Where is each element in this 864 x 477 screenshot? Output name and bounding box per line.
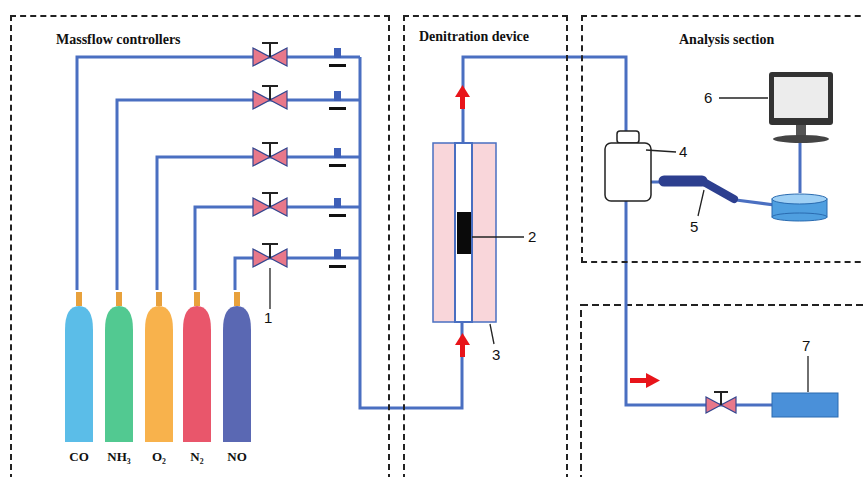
- gas-label: N₂: [175, 449, 219, 465]
- callout-number: 6: [704, 89, 712, 106]
- leader-line: [472, 236, 524, 237]
- check-valve: [334, 249, 341, 259]
- cylinder-body: [65, 306, 93, 442]
- gas-label: NO: [215, 449, 259, 465]
- valve-symbol: [262, 43, 278, 57]
- callout-number: 5: [690, 218, 698, 235]
- gas-pipe: [117, 100, 360, 290]
- region-title: Denitration device: [419, 29, 529, 45]
- leader-line: [646, 150, 676, 152]
- region-title: Analysis section: [679, 32, 774, 48]
- absorption-bottle: [605, 131, 651, 201]
- computer-monitor: [773, 135, 829, 143]
- valve-symbol: [262, 86, 278, 100]
- dashed-region: [581, 305, 864, 477]
- check-valve: [329, 265, 346, 268]
- leader-line: [269, 268, 270, 309]
- absorption-bottle: [617, 131, 639, 143]
- check-valve: [329, 107, 346, 110]
- reactor-furnace: [433, 143, 496, 322]
- gas-cylinder: NO: [215, 292, 259, 468]
- flow-arrow: [630, 378, 648, 383]
- gas-pipe: [799, 143, 802, 193]
- check-valve: [334, 198, 341, 208]
- leader-line: [490, 324, 494, 344]
- callout-number: 1: [264, 309, 272, 326]
- cylinder-valve: [156, 292, 162, 306]
- reactor-furnace: [433, 143, 496, 322]
- cylinder-shape: [139, 292, 179, 442]
- dashed-region: Denitration device: [403, 15, 568, 477]
- gas-pipe: [463, 57, 626, 143]
- gas-pipe: [77, 57, 360, 290]
- check-valve: [334, 48, 341, 58]
- cylinder-shape: [217, 292, 257, 442]
- gas-label: CO: [57, 449, 101, 465]
- leader-line: [719, 97, 768, 98]
- flow-arrow: [460, 344, 465, 357]
- valve-symbol: [262, 193, 278, 207]
- callout-number: 2: [528, 228, 536, 245]
- cylinder-shape: [99, 292, 139, 442]
- dashed-region: Analysis section: [581, 15, 864, 263]
- cylinder-body: [105, 306, 133, 442]
- leader-line: [807, 356, 808, 392]
- valve-symbol: [262, 244, 278, 258]
- leader-line: [270, 98, 808, 392]
- analyzer-drum: [772, 194, 827, 204]
- sampling-probe: [664, 176, 702, 187]
- computer-monitor: [769, 72, 833, 143]
- outlet-valve: [706, 392, 736, 413]
- callout-number: 7: [802, 337, 810, 354]
- valve-symbol: [262, 143, 278, 157]
- reactor-furnace: [455, 143, 472, 322]
- cylinder-valve: [116, 292, 122, 306]
- gas-cylinder: NH₃: [97, 292, 141, 468]
- gas-pipe: [195, 207, 360, 290]
- gas-label: O₂: [137, 449, 181, 465]
- flow-arrow: [455, 333, 470, 345]
- check-valve: [329, 164, 346, 167]
- computer-monitor: [774, 77, 828, 118]
- callout-number: 3: [492, 346, 500, 363]
- region-title: Massflow controllers: [56, 32, 181, 48]
- valve-symbol: [253, 43, 287, 267]
- check-valve: [334, 91, 341, 101]
- cylinder-shape: [59, 292, 99, 442]
- analyzer-box: [772, 393, 838, 417]
- leader-line: [698, 190, 704, 216]
- gas-pipe: [626, 200, 772, 405]
- analyzer-drum: [772, 194, 827, 221]
- check-valve: [329, 214, 346, 217]
- gas-cylinder: CO: [57, 292, 101, 468]
- sampling-probe: [702, 181, 734, 199]
- flow-arrow: [455, 85, 660, 388]
- computer-monitor: [769, 72, 833, 125]
- gas-pipe: [157, 157, 360, 290]
- gas-cylinder: N₂: [175, 292, 219, 468]
- check-valve: [334, 148, 341, 158]
- analyzer-drum: [772, 213, 827, 221]
- reactor-furnace: [457, 212, 471, 254]
- cylinder-body: [183, 306, 211, 442]
- cylinder-shape: [177, 292, 217, 442]
- sampling-probe: [664, 181, 734, 199]
- cylinder-body: [145, 306, 173, 442]
- gas-cylinder: O₂: [137, 292, 181, 468]
- flow-arrow: [646, 373, 660, 388]
- dashed-region: Massflow controllersCONH₃O₂N₂NO: [10, 15, 390, 477]
- flow-arrow: [455, 85, 470, 97]
- check-valve: [329, 48, 346, 268]
- cylinder-valve: [76, 292, 82, 306]
- flow-arrow: [460, 96, 465, 109]
- absorption-bottle: [605, 143, 651, 201]
- gas-label: NH₃: [97, 449, 141, 465]
- cylinder-valve: [194, 292, 200, 306]
- cylinder-valve: [234, 292, 240, 306]
- check-valve: [329, 64, 346, 67]
- outlet-valve: [714, 392, 728, 405]
- cylinder-body: [223, 306, 251, 442]
- callout-number: 4: [679, 143, 687, 160]
